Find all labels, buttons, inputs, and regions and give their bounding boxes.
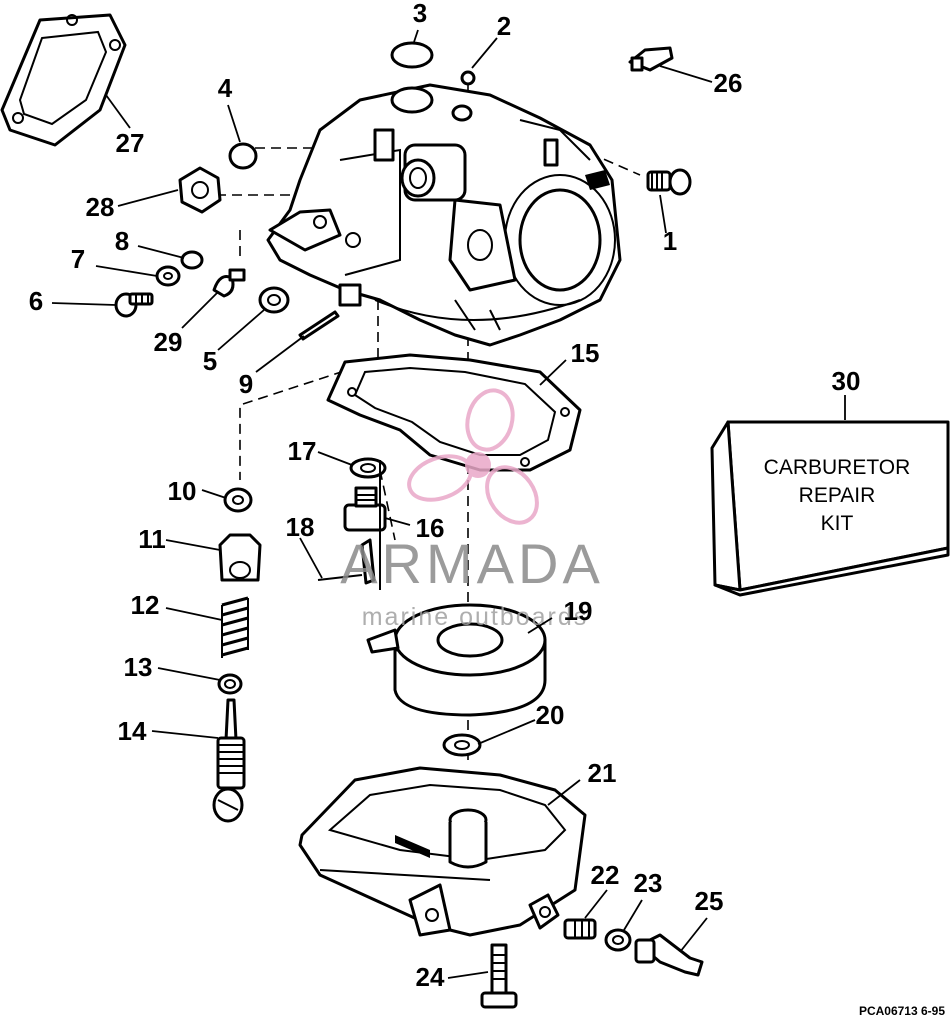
part-9-pin	[298, 310, 340, 341]
part-26-fitting	[628, 46, 674, 72]
callout-12: 12	[131, 590, 160, 620]
callout-17: 17	[288, 436, 317, 466]
callout-16: 16	[416, 513, 445, 543]
callout-3: 3	[413, 0, 427, 28]
part-2-ball	[460, 70, 476, 86]
watermark-brand: ARMADA	[340, 532, 604, 595]
callout-29: 29	[154, 327, 183, 357]
part-6-screw	[114, 292, 154, 318]
part-17-washer	[349, 457, 387, 479]
kit-label-line-2: REPAIR	[799, 484, 876, 507]
part-14-mixture-needle	[212, 698, 246, 823]
figure-code: PCA06713 6-95	[859, 1004, 945, 1018]
leader-lines	[51, 29, 846, 979]
callout-9: 9	[239, 369, 253, 399]
kit-label-line-3: KIT	[821, 512, 854, 535]
callout-21: 21	[588, 758, 617, 788]
part-7-washer	[155, 265, 181, 287]
part-1-idle-screw	[646, 168, 692, 196]
part-12-spring	[221, 596, 249, 658]
callout-26: 26	[714, 68, 743, 98]
callout-7: 7	[71, 244, 85, 274]
callout-14: 14	[118, 716, 147, 746]
part-30-repair-kit	[710, 420, 950, 597]
part-8-lockwasher	[180, 250, 204, 270]
part-29-clip	[212, 268, 246, 298]
part-3-plug	[390, 41, 434, 69]
part-22-plug	[563, 918, 597, 940]
callout-25: 25	[695, 886, 724, 916]
part-16-needle-seat	[343, 460, 387, 590]
callout-5: 5	[203, 346, 217, 376]
callout-1: 1	[663, 226, 677, 256]
callout-6: 6	[29, 286, 43, 316]
callout-19: 19	[564, 596, 593, 626]
part-24-bowl-screw	[480, 943, 518, 1009]
part-5-seal	[258, 286, 290, 314]
callout-23: 23	[634, 868, 663, 898]
callout-4: 4	[218, 73, 233, 103]
callout-30: 30	[832, 366, 861, 396]
callout-18: 18	[286, 512, 315, 542]
part-4-ball	[228, 142, 258, 170]
part-13-oring	[217, 673, 243, 695]
part-18-inlet-needle	[317, 538, 376, 585]
part-25-fitting	[634, 933, 704, 977]
callout-11: 11	[138, 524, 166, 554]
callout-13: 13	[124, 652, 153, 682]
part-10-washer	[223, 487, 253, 513]
part-28-nut	[178, 166, 222, 214]
callout-28: 28	[86, 192, 115, 222]
callout-numbers: 1 2 3 4 5 6 7 8 9 10 11 12 13 14 15 16 1…	[29, 0, 861, 992]
callout-24: 24	[416, 962, 445, 992]
part-27-flange-gasket	[0, 13, 127, 147]
part-19-float	[366, 603, 547, 717]
part-15-bowl-gasket	[326, 353, 582, 472]
watermark-tagline: marine outboards	[362, 603, 589, 631]
part-23-gasket	[604, 928, 632, 952]
propeller-logo-icon	[407, 388, 539, 525]
callout-10: 10	[168, 476, 197, 506]
callout-27: 27	[116, 128, 145, 158]
kit-label-line-1: CARBURETOR	[764, 456, 911, 479]
part-11-fitting	[218, 533, 262, 582]
part-carburetor-body	[266, 83, 622, 347]
callout-22: 22	[591, 860, 620, 890]
callout-20: 20	[536, 700, 565, 730]
watermark: ARMADA marine outboards	[340, 388, 604, 631]
part-20-main-jet	[442, 733, 482, 757]
callout-8: 8	[115, 226, 129, 256]
part-21-float-bowl	[298, 766, 587, 937]
callout-2: 2	[497, 11, 511, 41]
callout-15: 15	[571, 338, 600, 368]
